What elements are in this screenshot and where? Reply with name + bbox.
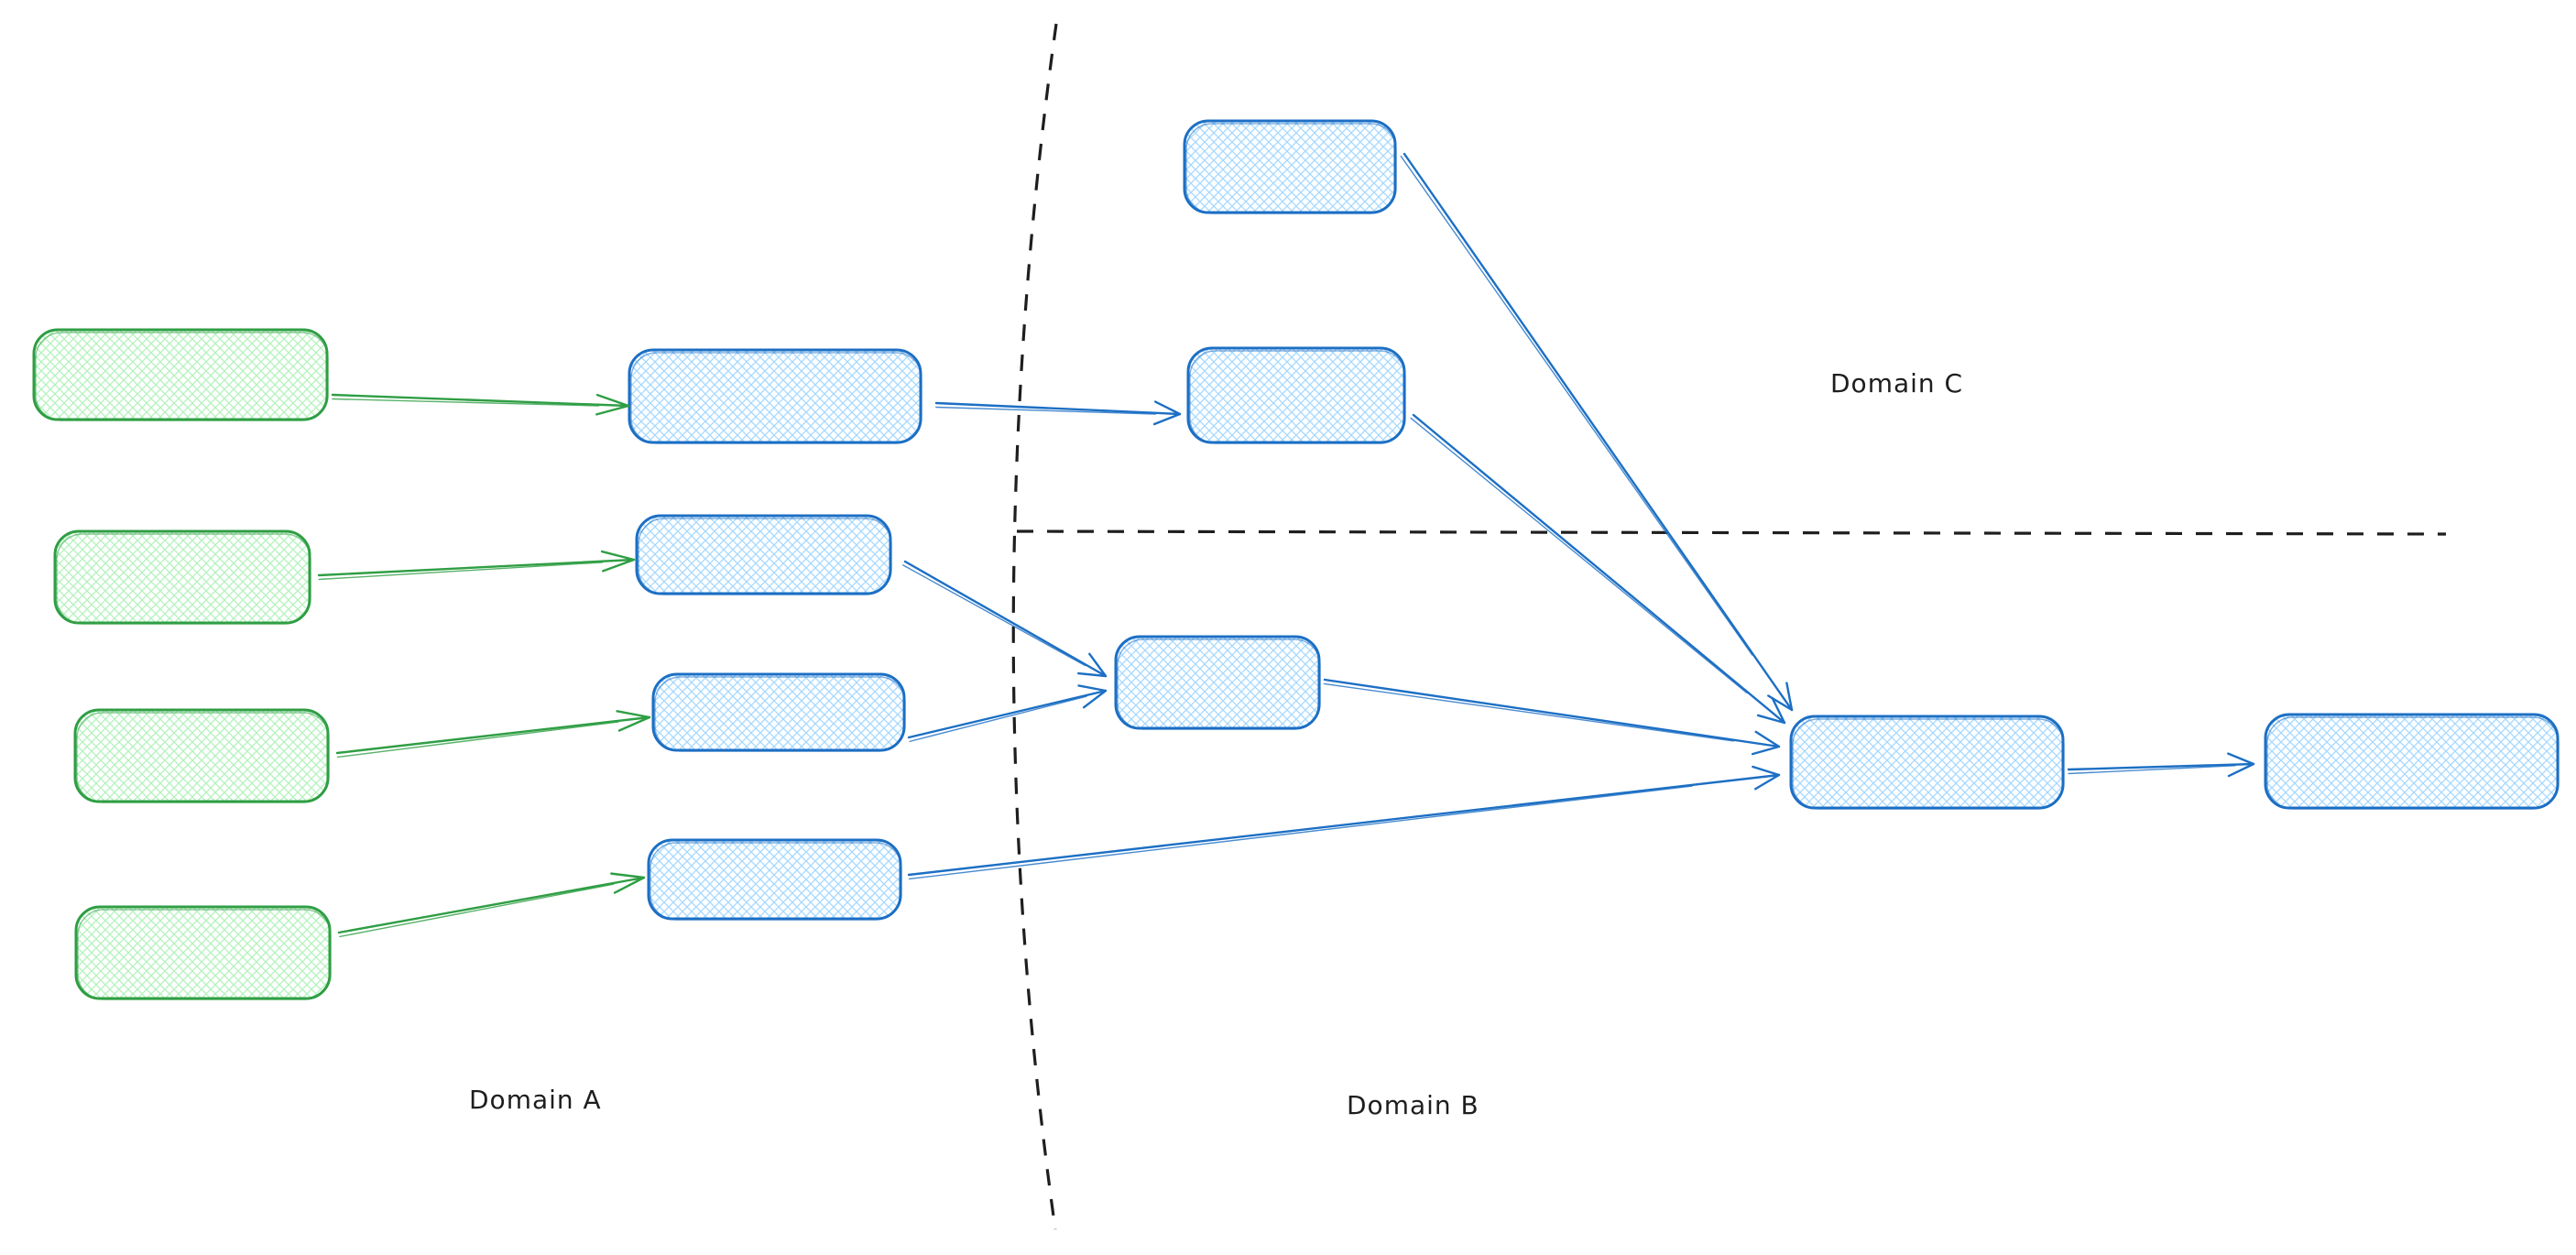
- node-a-src-4[interactable]: [74, 905, 332, 1000]
- node-a-mid-4[interactable]: [647, 838, 902, 921]
- label-domain-c[interactable]: Domain C: [1830, 368, 1963, 398]
- arrow-b7[interactable]: [1323, 678, 1781, 756]
- node-a-mid-1[interactable]: [628, 348, 922, 444]
- divider-horizontal[interactable]: [1016, 529, 2447, 536]
- arrow-b3[interactable]: [907, 684, 1108, 743]
- node-c-upper[interactable]: [1183, 119, 1397, 214]
- node-a-mid-3[interactable]: [651, 672, 906, 752]
- arrow-b2[interactable]: [902, 560, 1108, 678]
- arrow-b4[interactable]: [907, 765, 1781, 880]
- label-domain-a[interactable]: Domain A: [469, 1085, 602, 1115]
- arrow-g4[interactable]: [337, 872, 646, 938]
- arrow-b6[interactable]: [1410, 413, 1786, 725]
- node-a-mid-2[interactable]: [635, 514, 892, 595]
- arrow-g2[interactable]: [317, 550, 636, 581]
- node-a-src-2[interactable]: [53, 529, 311, 625]
- arrow-b8[interactable]: [2067, 752, 2255, 778]
- arrow-g3[interactable]: [335, 710, 651, 758]
- arrow-b1[interactable]: [934, 400, 1182, 426]
- arrow-b5[interactable]: [1400, 152, 1794, 712]
- node-b-merge[interactable]: [1114, 635, 1321, 730]
- arrow-g1[interactable]: [331, 393, 630, 416]
- node-a-src-3[interactable]: [73, 708, 330, 803]
- node-c-lower[interactable]: [1186, 346, 1406, 444]
- label-domain-b[interactable]: Domain B: [1347, 1090, 1479, 1120]
- node-a-src-1[interactable]: [32, 328, 329, 421]
- node-b-hub[interactable]: [1789, 715, 2065, 810]
- divider-vertical[interactable]: [1011, 23, 1058, 1230]
- node-b-output[interactable]: [2264, 713, 2560, 810]
